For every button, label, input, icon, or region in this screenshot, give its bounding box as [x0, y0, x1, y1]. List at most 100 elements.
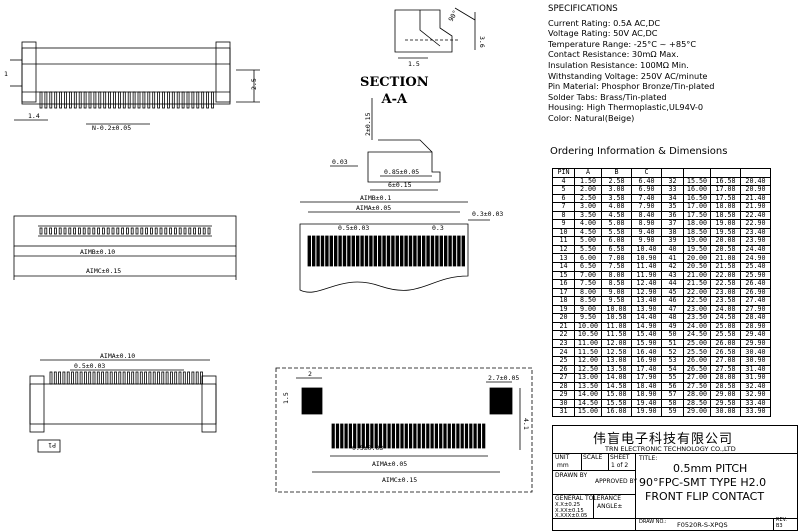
- pins-bot-item: [79, 371, 83, 385]
- footprint-pads: [331, 423, 486, 449]
- dim-2-7: 2.7±0.05: [488, 374, 519, 382]
- table-cell: 8.58: [601, 279, 632, 289]
- dim-2-5: 2.5: [250, 78, 258, 90]
- pins-top-item: [196, 91, 200, 109]
- dim-0-5-a: 0.5±0.03: [338, 224, 369, 232]
- table-cell: 4.08: [601, 202, 632, 212]
- pins-top-item: [118, 91, 121, 109]
- top-view-body: [13, 215, 237, 247]
- col-a: A: [574, 168, 602, 178]
- table-cell: 9.58: [601, 296, 632, 306]
- pads-item: [426, 423, 430, 449]
- fpc-fingers-item: [351, 235, 355, 267]
- dim-p1: P1: [48, 441, 56, 449]
- table-cell: 16.90: [631, 356, 662, 366]
- table-cell: 22.58: [710, 279, 741, 289]
- pads-item: [430, 423, 434, 449]
- table-cell: 46: [661, 296, 684, 306]
- pads-item: [374, 423, 378, 449]
- spec-line: Current Rating: 0.5A AC,DC: [548, 17, 661, 28]
- table-cell: 5: [552, 185, 575, 195]
- pins-mid-item: [73, 227, 76, 235]
- pins-bot-item: [118, 371, 122, 385]
- pins-mid-item: [169, 227, 173, 235]
- pads-item: [408, 423, 413, 449]
- dim-0-5-b: 0.5±0.03: [74, 362, 105, 370]
- table-cell: 13.40: [631, 296, 662, 306]
- tolerance-values: X.X±0.25 X.XX±0.15 X.XXX±0.05: [555, 502, 588, 519]
- pins-mid-item: [126, 227, 129, 235]
- pcb-footprint-frame: [275, 367, 533, 493]
- table-cell: 14.00: [574, 390, 602, 400]
- pins-bot-item: [131, 371, 135, 385]
- pins-mid-item: [183, 227, 187, 235]
- fpc-fingers-item: [399, 235, 404, 267]
- table-cell: 21.50: [683, 279, 711, 289]
- spec-line: Contact Resistance: 30mΩ Max.: [548, 49, 679, 60]
- pads-item: [443, 423, 447, 449]
- table-cell: 16: [552, 279, 575, 289]
- table-cell: 12.08: [601, 338, 632, 349]
- dim-aima-0-05-b: AIMA±0.05: [372, 460, 407, 468]
- draw-number: F0520R-S-XPQS: [677, 521, 728, 529]
- table-cell: 14: [552, 262, 575, 272]
- pins-bot-item: [66, 371, 70, 385]
- pins-mid-item: [149, 227, 153, 235]
- table-cell: 17.90: [631, 373, 662, 383]
- dim-1-5-b: 1.5: [282, 392, 290, 404]
- fpc-fingers-item: [320, 235, 325, 267]
- fpc-fingers-item: [404, 235, 408, 267]
- pins-bot-item: [165, 371, 169, 385]
- pins-top-item: [157, 91, 161, 109]
- pins-bot-item: [109, 371, 113, 385]
- revision: REV. B3: [776, 517, 787, 529]
- company-name-cn: 伟盲电子科技有限公司: [593, 432, 734, 447]
- pads-item: [353, 423, 357, 449]
- table-cell: 5.50: [574, 244, 602, 255]
- pins-bot-item: [200, 371, 203, 385]
- dim-aimc-0-15: AIMC±0.15: [86, 267, 121, 275]
- pins-mid-item: [63, 227, 67, 235]
- pins-bot-item: [148, 371, 152, 385]
- table-cell: 16.00: [683, 185, 711, 195]
- fpc-fingers-item: [338, 235, 342, 267]
- pins-top-item: [142, 91, 146, 109]
- table-cell: 21.90: [740, 202, 771, 212]
- pins-top-item: [127, 91, 131, 109]
- pins-mid-item: [54, 227, 57, 235]
- table-cell: 40: [661, 244, 684, 255]
- pins-bot-item: [187, 371, 191, 385]
- fpc-cable: [299, 223, 469, 293]
- pads-item: [447, 423, 451, 449]
- pads-item: [387, 423, 391, 449]
- fpc-fingers-item: [333, 235, 338, 267]
- pins-bot-item: [195, 371, 199, 385]
- table-cell: 33: [661, 185, 684, 195]
- pins-bot-item: [62, 371, 66, 385]
- fpc-fingers-item: [347, 235, 351, 267]
- pins-mid-item: [197, 227, 201, 235]
- table-cell: 29: [552, 390, 575, 400]
- dim-n-0-2: N-0.2±0.05: [92, 124, 131, 132]
- pins-bot-item: [105, 371, 109, 385]
- table-cell: 25.00: [683, 338, 711, 349]
- fpc-fingers: [307, 235, 465, 267]
- pads-item: [344, 423, 348, 449]
- bottom-view-body: [29, 383, 217, 425]
- table-cell: 35: [661, 202, 684, 212]
- pins-mid-item: [78, 227, 81, 235]
- pads-item: [469, 423, 473, 449]
- pins-mid-item: [68, 227, 72, 235]
- dim-aima-0-10: AIMA±0.10: [100, 352, 135, 360]
- table-cell: 27.08: [710, 356, 741, 366]
- pins-bot-item: [92, 371, 96, 385]
- table-cell: 18: [552, 296, 575, 306]
- pins-top-item: [113, 91, 116, 109]
- table-cell: 16.08: [601, 407, 632, 417]
- pads-item: [456, 423, 460, 449]
- pins-top-item: [186, 91, 190, 109]
- table-cell: 6.50: [574, 262, 602, 272]
- ordering-header-row: PIN A B C: [552, 168, 771, 178]
